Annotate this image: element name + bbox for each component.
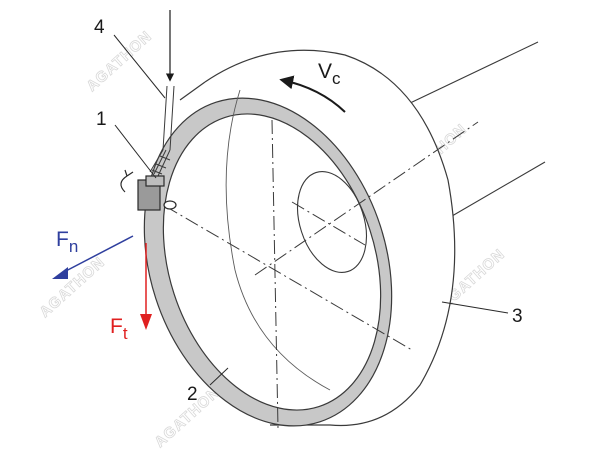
tangential-force-arrow — [140, 243, 152, 330]
normal-force-main: F — [56, 228, 69, 251]
normal-force-arrow — [52, 235, 134, 279]
leader-lines — [113, 34, 509, 386]
rotation-arrow — [279, 75, 346, 113]
normal-force-label: Fn — [56, 228, 78, 256]
tangential-force-sub: t — [123, 324, 128, 343]
wheel-hub — [297, 171, 367, 273]
sensor-cable — [149, 85, 175, 177]
cutting-speed-main: V — [318, 60, 332, 83]
tangential-force-label: Ft — [110, 315, 128, 343]
part-label-3: 3 — [512, 306, 523, 327]
center-lines — [164, 119, 479, 429]
watermark: AGATHON — [36, 254, 108, 321]
construction-arc — [225, 89, 331, 391]
part-label-1: 1 — [96, 109, 107, 130]
normal-force-sub: n — [69, 237, 78, 256]
tangential-force-main: F — [110, 315, 123, 338]
cutting-speed-sub: c — [332, 69, 341, 88]
cutting-speed-label: Vc — [318, 60, 341, 88]
part-label-4: 4 — [94, 17, 105, 38]
part-label-2: 2 — [187, 384, 198, 405]
wheel-front-ring — [143, 97, 393, 427]
